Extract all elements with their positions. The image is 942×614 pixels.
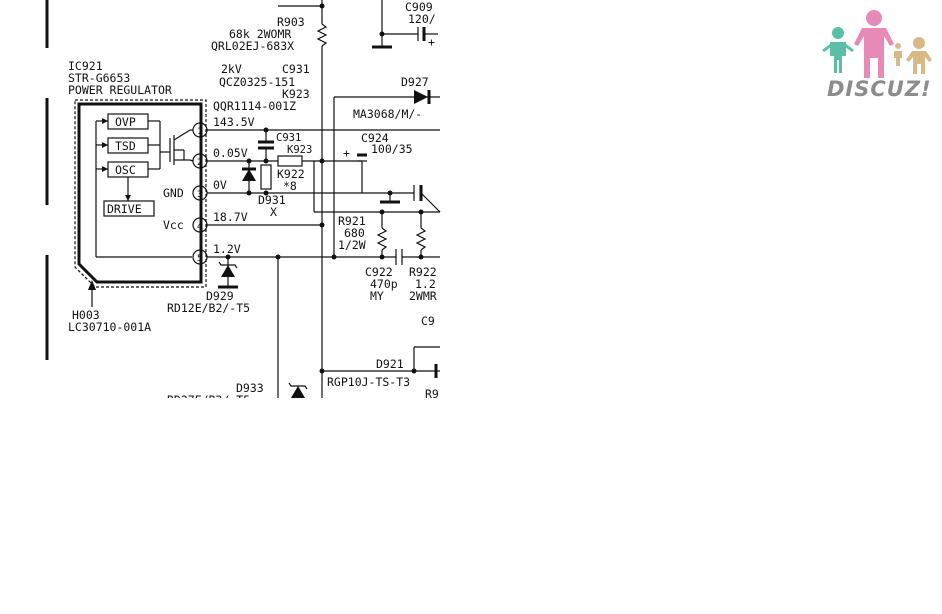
discuz-logo: DISCUZ! — [822, 10, 932, 101]
tsd-label: TSD — [115, 139, 136, 153]
c9-partial-ref: C9 — [421, 314, 435, 328]
r921-value: 680 — [344, 226, 365, 240]
voltage-pin1: 143.5V — [213, 115, 255, 129]
d927-part: MA3068/M/- — [353, 107, 422, 121]
ic921-desc: POWER REGULATOR — [68, 83, 172, 97]
r903-part: QRL02EJ-683X — [211, 39, 294, 53]
net-pin1 — [207, 127, 440, 160]
r922-value: 1.2 — [415, 277, 436, 291]
vcc-label: Vcc — [163, 218, 184, 232]
d931-diode — [242, 161, 272, 193]
ic921-internal-blocks: OVP TSD OSC DRIVE — [95, 113, 192, 258]
gnd-label: GND — [163, 186, 184, 200]
r922-wattage: 2WMR — [409, 289, 437, 303]
d927-ref: D927 — [401, 75, 429, 89]
r9-partial-ref: R9 — [425, 387, 439, 401]
d931-value: X — [270, 205, 277, 219]
ic921-title: IC921 STR-G6653 POWER REGULATOR — [68, 59, 172, 97]
c924-value: 100/35 — [371, 142, 413, 156]
pin3-label: 3 — [197, 190, 202, 200]
r921-ref: R921 — [338, 214, 366, 228]
h003-part: LC30710-001A — [68, 320, 151, 334]
osc-label: OSC — [115, 163, 136, 177]
net-r921 — [313, 161, 440, 257]
net-pin5 — [207, 212, 440, 398]
c922-value: 470p — [370, 277, 398, 291]
d921-ref: D921 — [376, 357, 404, 371]
voltage-pin2: 0.05V — [213, 146, 248, 160]
d929-zener — [218, 257, 238, 289]
d921-diode — [319, 346, 440, 378]
logo-figure-pink — [854, 10, 894, 78]
ic921-ref: IC921 — [68, 59, 103, 73]
k923-small-ref: K923 — [287, 144, 312, 156]
c924-ref: C924 — [361, 131, 389, 145]
logo-figure-tan-small — [894, 43, 902, 66]
pin2-label: 2 — [197, 158, 202, 168]
ic921-pins: 1 2 3 4 5 — [189, 122, 208, 265]
c931-voltage: 2kV — [221, 62, 242, 76]
d933-zener — [288, 382, 308, 398]
pin4-label: 4 — [197, 222, 202, 232]
c909-value: 120/ — [408, 12, 436, 26]
c909-plus: + — [428, 35, 435, 49]
c909-ref: C909 — [405, 0, 433, 14]
ic921-package — [74, 99, 207, 288]
c924-capacitor: + C924 100/35 — [343, 131, 413, 162]
r903-resistor — [278, 0, 328, 398]
c931-part: QCZ0325-151 — [219, 75, 295, 89]
ovp-label: OVP — [115, 115, 136, 129]
h003-ref: H003 — [72, 308, 100, 322]
c922-ref: C922 — [365, 265, 393, 279]
c931-small-ref: C931 — [276, 132, 301, 144]
r903-ref: R903 — [277, 15, 305, 29]
voltage-pin5: 1.2V — [213, 242, 241, 256]
d931-ref: D931 — [258, 193, 286, 207]
voltage-pin3: 0V — [213, 178, 227, 192]
k922-value: *8 — [283, 179, 297, 193]
pin1-label: 1 — [197, 127, 202, 137]
r921-wattage: 1/2W — [338, 238, 366, 252]
logo-figure-teal — [822, 27, 854, 73]
d921-part: RGP10J-TS-T3 — [327, 375, 410, 389]
pin5-label: 5 — [197, 254, 202, 264]
c922-type: MY — [370, 289, 384, 303]
net-pin3-gnd — [207, 185, 441, 213]
drive-label: DRIVE — [107, 202, 142, 216]
r922-ref: R922 — [409, 265, 437, 279]
k923-ref-top: K923 — [282, 87, 310, 101]
logo-wordmark: DISCUZ! — [827, 77, 932, 101]
crop-mask — [150, 398, 450, 412]
r903-value: 68k 2WOMR — [229, 27, 291, 41]
c924-plus: + — [343, 146, 350, 160]
junction-vcc — [319, 222, 325, 228]
h003-arrow — [88, 280, 96, 290]
c931-ref: C931 — [282, 62, 310, 76]
voltage-pin4: 18.7V — [213, 210, 248, 224]
logo-figure-tan — [906, 37, 932, 74]
k923-part: QQR1114-001Z — [213, 99, 296, 113]
d933-ref: D933 — [236, 381, 264, 395]
d929-ref: D929 — [206, 289, 234, 303]
ic921-part: STR-G6653 — [68, 71, 130, 85]
net-pin2 — [207, 155, 363, 193]
c909-capacitor: + — [372, 0, 438, 49]
d929-part: RD12E/B2/-T5 — [167, 301, 250, 315]
drive-block — [103, 200, 155, 217]
k922-ref: K922 — [277, 167, 305, 181]
